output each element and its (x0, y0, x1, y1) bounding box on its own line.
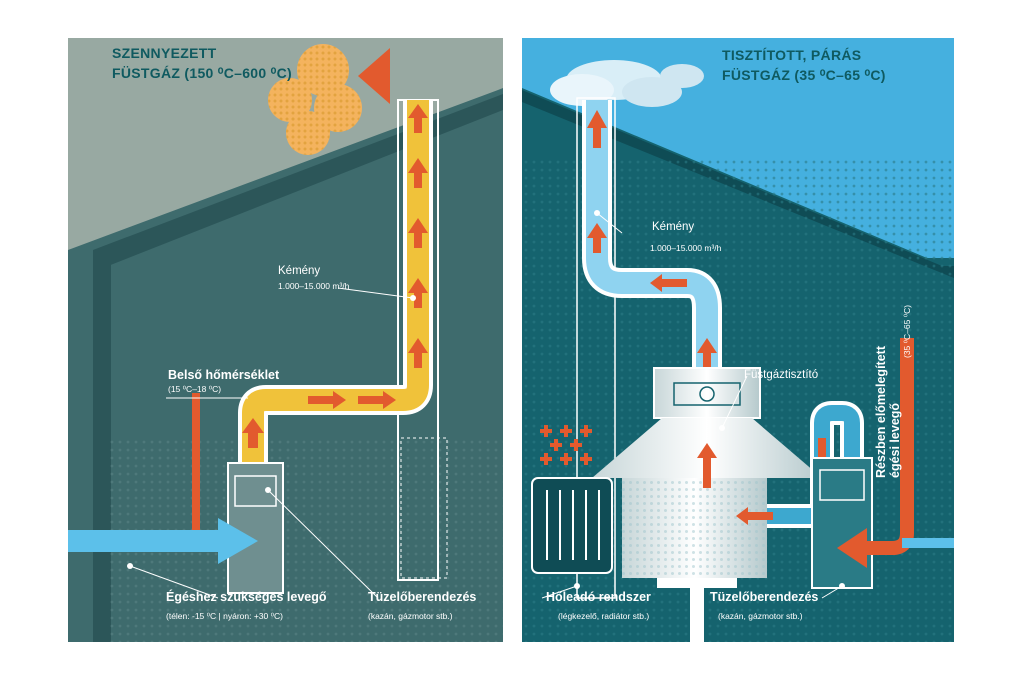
fan-icon (699, 386, 715, 402)
heat-plus-icon (540, 425, 592, 465)
preheated-label-2: égési levegő (888, 402, 902, 478)
right-title-line2: FÜSTGÁZ (35 ⁰C–65 ⁰C) (722, 67, 886, 83)
right-chimney-flow: 1.000–15.000 m³/h (650, 243, 722, 253)
preheated-label-1: Részben előmelegített (874, 346, 888, 478)
smoke-cloud-icon (268, 44, 362, 155)
right-panel-cleaned: TISZTÍTOTT, PÁRÁS FÜSTGÁZ (35 ⁰C–65 ⁰C) … (522, 38, 954, 642)
inner-temp-value: (15 ⁰C–18 ⁰C) (168, 384, 222, 394)
left-burner-label: Tüzelőberendezés (368, 590, 477, 604)
air-label: Égéshez szükséges levegő (166, 590, 327, 604)
air-sub: (télen: -15 ⁰C | nyáron: +30 ⁰C) (166, 611, 283, 621)
left-title-line2: FÜSTGÁZ (150 ⁰C–600 ⁰C) (112, 65, 292, 81)
vapor-cloud-icon (550, 60, 704, 107)
heat-label: Hőleadó rendszer (546, 590, 651, 604)
cleaner-head (653, 367, 761, 419)
smoke-exit-arrow (358, 48, 390, 104)
left-flow-arrows (242, 104, 428, 448)
left-illustration (68, 44, 503, 642)
right-burner-sub: (kazán, gázmotor stb.) (718, 611, 803, 621)
right-burner-label: Tüzelőberendezés (710, 590, 819, 604)
left-chimney-flow: 1.000–15.000 m³/h (278, 281, 350, 291)
right-chimney-label: Kémény (652, 221, 695, 233)
right-illustration (522, 60, 954, 642)
right-flow-arrows (587, 110, 717, 368)
right-title-line1: TISZTÍTOTT, PÁRÁS (722, 47, 862, 63)
left-panel-uncleaned: SZENNYEZETT FÜSTGÁZ (150 ⁰C–600 ⁰C) Kémé… (68, 38, 503, 642)
inner-temp-label: Belső hőmérséklet (168, 368, 280, 382)
heat-sub: (légkezelő, radiátor stb.) (558, 611, 650, 621)
left-burner-sub: (kazán, gázmotor stb.) (368, 611, 453, 621)
right-burner-box (811, 457, 873, 589)
left-house-roof (93, 94, 503, 642)
preheated-temp: (35 ⁰C–65 ⁰C) (902, 304, 912, 358)
right-chimney-outline (576, 97, 616, 599)
air-intake-arrow (68, 530, 218, 552)
cleaner-label: Füstgáztisztító (744, 369, 819, 381)
left-chimney-label: Kémény (278, 265, 321, 277)
left-title-line1: SZENNYEZETT (112, 45, 217, 61)
left-burner-box (227, 462, 284, 594)
